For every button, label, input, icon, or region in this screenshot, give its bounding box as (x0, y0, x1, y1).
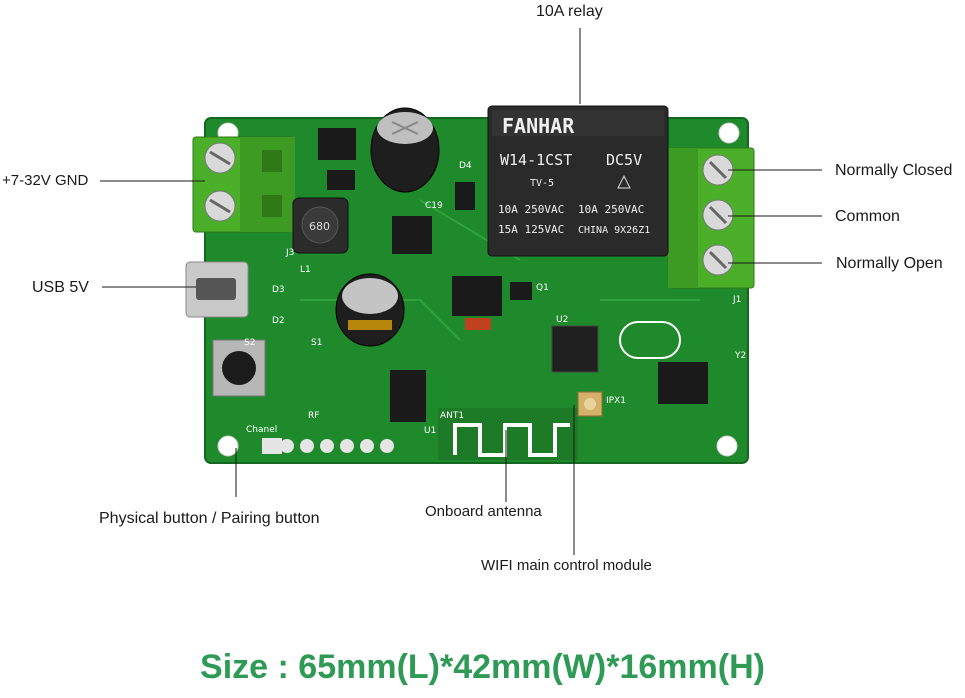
tactile-button (212, 339, 266, 397)
silk-u2: U2 (556, 315, 568, 325)
relay: FANHAR W14-1CST DC5V TV-5 10A 250VAC 15A… (487, 105, 669, 257)
label-normally-closed: Normally Closed (835, 162, 953, 179)
silk-s2: S2 (244, 338, 255, 348)
label-usb: USB 5V (32, 279, 89, 296)
relay-rating-3: 10A 250VAC (578, 203, 644, 216)
silk-l1: L1 (300, 265, 311, 275)
label-relay: 10A relay (536, 3, 603, 20)
inductor-marking: 680 (309, 220, 330, 233)
silk-d3: D3 (272, 285, 285, 295)
relay-rating-1: 10A 250VAC (498, 203, 564, 216)
label-normally-open: Normally Open (836, 255, 943, 272)
label-power: +7-32V GND (2, 172, 89, 189)
relay-terminal-block (667, 147, 755, 289)
silk-y2: Y2 (734, 351, 746, 361)
silk-ipx: IPX1 (606, 396, 626, 406)
relay-voltage: DC5V (606, 151, 642, 169)
silk-j1: J1 (732, 295, 741, 305)
silk-c19: C19 (425, 201, 443, 211)
power-terminal-block (192, 136, 295, 233)
silk-chanel: Chanel (246, 425, 277, 435)
label-button: Physical button / Pairing button (99, 510, 320, 527)
silk-d4: D4 (459, 161, 472, 171)
label-wifi-module: WIFI main control module (481, 557, 652, 574)
relay-origin: CHINA 9X26Z1 (578, 225, 650, 236)
silk-s1: S1 (311, 338, 322, 348)
silk-u1: U1 (424, 426, 436, 436)
silk-j3: J3 (285, 248, 294, 258)
relay-model: W14-1CST (500, 151, 572, 169)
silkscreen-labels: J3 J1 S1 S2 U1 U2 D4 D3 D2 Q1 C19 L1 ANT… (244, 161, 746, 436)
size-caption: Size : 65mm(L)*42mm(W)*16mm(H) (200, 648, 765, 686)
silk-q1: Q1 (536, 283, 549, 293)
leader-lines (100, 28, 822, 555)
small-components (318, 128, 708, 422)
silk-rf: RF (308, 411, 319, 421)
relay-tv: TV-5 (530, 178, 554, 189)
header-pins (262, 438, 394, 454)
label-antenna: Onboard antenna (425, 503, 542, 520)
capacitor-bottom (335, 273, 405, 347)
relay-rating-2: 15A 125VAC (498, 223, 564, 236)
relay-brand: FANHAR (502, 114, 575, 138)
label-common: Common (835, 208, 900, 225)
pcb-antenna (438, 408, 578, 460)
ipx-connector (577, 391, 603, 417)
capacitor-top (370, 107, 440, 193)
silk-d2: D2 (272, 316, 285, 326)
inductor: 680 (292, 197, 349, 254)
usb-port (185, 261, 249, 318)
silk-ant: ANT1 (440, 411, 464, 421)
